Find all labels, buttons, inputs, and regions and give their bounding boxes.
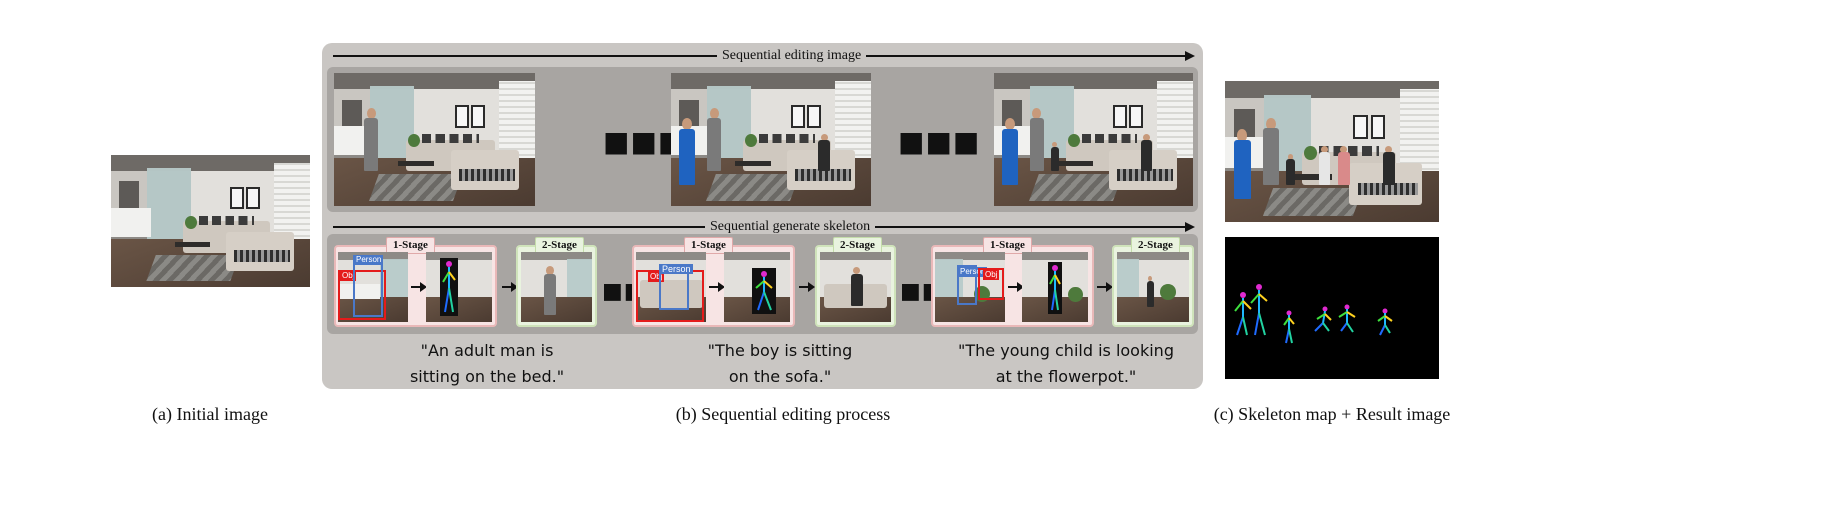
obj-tag: Obj — [983, 270, 1000, 280]
edited-image-1 — [334, 73, 535, 206]
skeleton-figure — [1234, 292, 1252, 336]
ellipsis-icon: ■■■ — [898, 125, 981, 158]
step-arrow-icon — [1097, 282, 1113, 292]
step-arrow-icon — [411, 282, 427, 292]
skeleton-figure — [1338, 304, 1356, 333]
arrow-head-icon — [1185, 222, 1195, 232]
result-image — [1225, 81, 1439, 222]
person-tag: Person — [354, 255, 384, 265]
skeleton-figure — [1314, 306, 1332, 332]
prompt-1-line2: sitting on the bed." — [409, 367, 565, 386]
obj-tag: Obj — [340, 271, 357, 281]
obj-tag: Obj — [648, 272, 665, 282]
stage1-label-1: 1-Stage — [386, 237, 435, 254]
edited-image-3 — [994, 73, 1193, 206]
stage1-label-3: 1-Stage — [983, 237, 1032, 254]
skeleton-figure — [1377, 308, 1393, 336]
stage1-pose-1 — [426, 252, 492, 322]
prompt-1-line1: "An adult man is — [420, 341, 554, 360]
stage1-label-2: 1-Stage — [684, 237, 733, 254]
prompt-2-line2: on the sofa." — [728, 367, 832, 386]
stage2-label-1: 2-Stage — [535, 237, 584, 254]
prompt-2: "The boy is sitting on the sofa." — [665, 338, 895, 390]
step-arrow-icon — [502, 282, 518, 292]
step-arrow-icon — [799, 282, 815, 292]
skeleton-map — [1225, 237, 1439, 379]
ellipsis-icon: ■■■ — [603, 125, 686, 158]
prompt-3-line1: "The young child is looking — [958, 341, 1174, 360]
pose-skeleton-2 — [752, 268, 776, 314]
pose-skeleton-3 — [1048, 262, 1062, 314]
obj-bounding-box — [338, 270, 386, 320]
sequential-skeleton-label: Sequential generate skeleton — [705, 219, 876, 235]
person-tag: Person — [660, 264, 693, 274]
prompt-3-line2: at the flowerpot." — [995, 367, 1137, 386]
caption-initial-image: (a) Initial image — [152, 404, 268, 424]
pose-skeleton-1 — [440, 258, 458, 316]
step-arrow-icon — [709, 282, 725, 292]
person-bounding-box — [957, 265, 977, 305]
skeleton-figure — [1283, 310, 1295, 344]
sequential-editing-label: Sequential editing image — [717, 48, 867, 64]
obj-bounding-box — [978, 268, 1004, 300]
stage2-result-3 — [1117, 252, 1189, 322]
prompt-3: "The young child is looking at the flowe… — [941, 338, 1191, 390]
initial-image — [111, 155, 310, 287]
caption-editing-process: (b) Sequential editing process — [675, 404, 891, 424]
stage1-crop-2 — [636, 252, 706, 322]
skeleton-figure — [1250, 284, 1268, 336]
edited-image-2 — [671, 73, 871, 206]
prompt-2-line1: "The boy is sitting — [707, 341, 853, 360]
person-tag: Person — [958, 267, 988, 277]
prompt-1: "An adult man is sitting on the bed." — [372, 338, 602, 390]
stage2-result-2 — [820, 252, 891, 322]
stage2-result-1 — [521, 252, 592, 322]
step-arrow-icon — [1008, 282, 1024, 292]
arrow-head-icon — [1185, 51, 1195, 61]
caption-skeleton-result: (c) Skeleton map + Result image — [1213, 404, 1451, 424]
